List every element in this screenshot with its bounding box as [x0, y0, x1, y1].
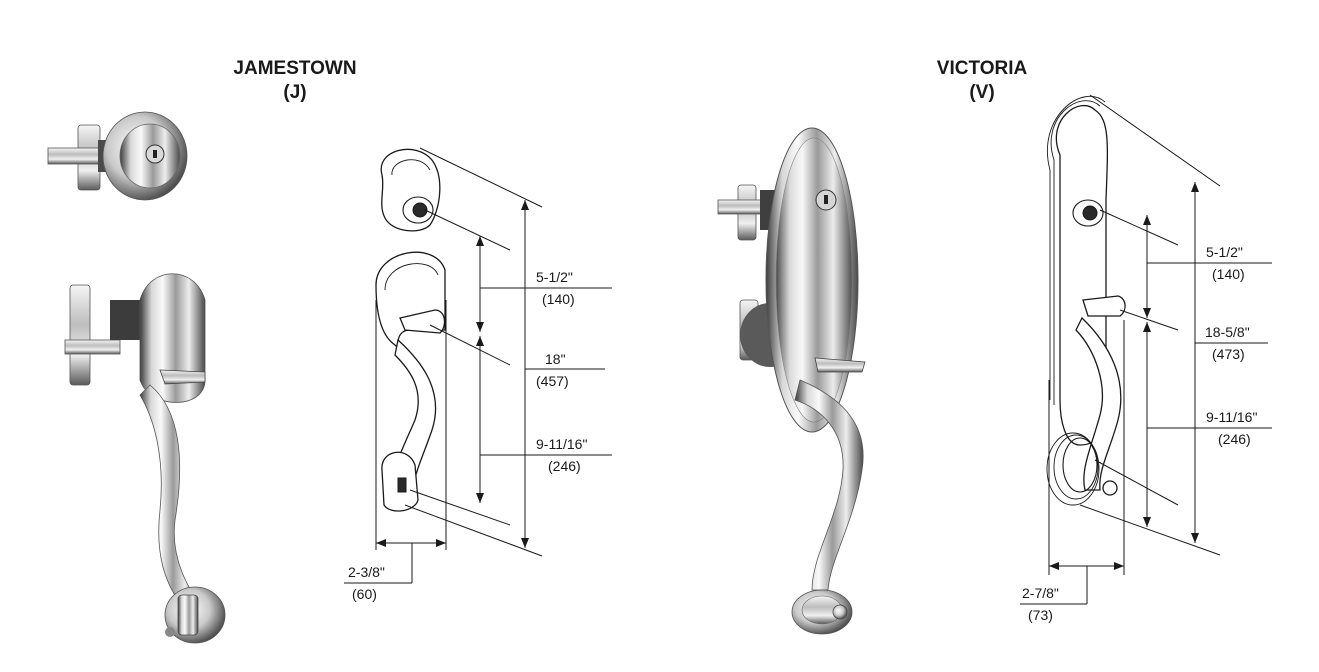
jamestown-dim-2-imperial: 18": [545, 351, 566, 367]
jamestown-line-drawing: [344, 147, 612, 584]
victoria-dim-4-imperial: 2-7/8": [1022, 585, 1059, 601]
jamestown-dim-3-metric: (246): [548, 458, 581, 474]
victoria-dim-4-metric: (73): [1028, 607, 1053, 623]
jamestown-handleset-photo: [64, 273, 226, 644]
jamestown-dim-4-metric: (60): [352, 586, 377, 602]
victoria-handleset-photo: [717, 127, 866, 635]
victoria-dim-3-imperial: 9-11/16": [1206, 409, 1257, 425]
victoria-dim-2-imperial: 18-5/8": [1205, 324, 1250, 340]
jamestown-dim-3-imperial: 9-11/16": [536, 436, 587, 452]
victoria-title: VICTORIA: [937, 58, 1028, 79]
victoria-dim-1-metric: (140): [1212, 266, 1245, 282]
jamestown-title: JAMESTOWN: [233, 58, 356, 79]
victoria-line-drawing: [1020, 94, 1272, 605]
jamestown-dim-2-metric: (457): [536, 373, 569, 389]
jamestown-code: (J): [283, 82, 306, 103]
jamestown-deadbolt-photo: [47, 111, 188, 201]
victoria-dim-2-metric: (473): [1212, 346, 1245, 362]
victoria-dim-3-metric: (246): [1218, 431, 1251, 447]
jamestown-dim-4-imperial: 2-3/8": [348, 564, 385, 580]
jamestown-dim-1-metric: (140): [542, 291, 575, 307]
victoria-code: (V): [969, 82, 994, 103]
jamestown-dim-1-imperial: 5-1/2": [536, 269, 573, 285]
victoria-dim-1-imperial: 5-1/2": [1206, 244, 1243, 260]
